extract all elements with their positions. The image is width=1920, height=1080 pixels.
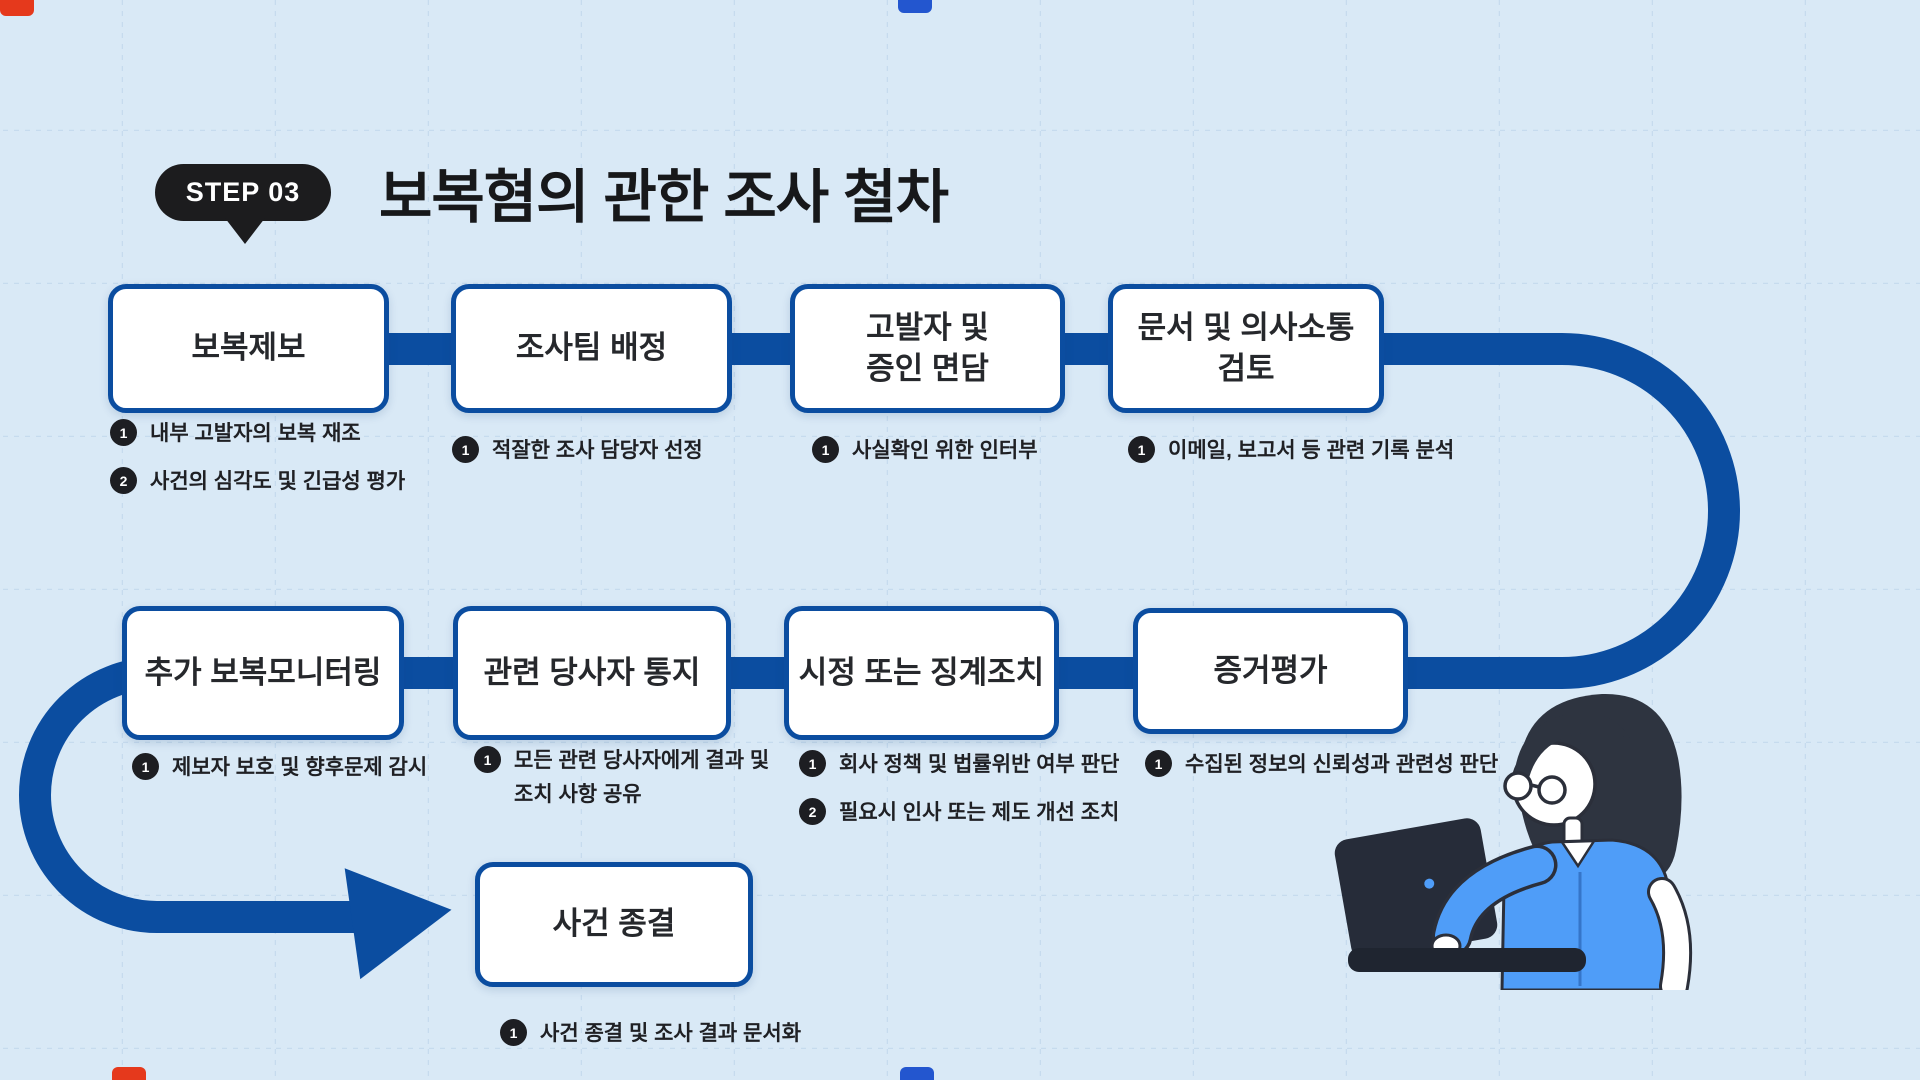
node-team-assignment: 조사팀 배정 bbox=[451, 284, 732, 413]
note-text: 필요시 인사 또는 제도 개선 조치 bbox=[839, 801, 1120, 825]
node-title: 보복제보 bbox=[191, 330, 306, 366]
node-notify-parties-notes: 1 모든 관련 당사자에게 결과 및 조치 사항 공유 bbox=[474, 744, 769, 812]
node-monitoring: 추가 보복모니터링 bbox=[122, 606, 404, 740]
node-evidence-evaluation: 증거평가 bbox=[1133, 608, 1408, 734]
woman-laptop-illustration bbox=[1334, 693, 1693, 990]
node-evidence-evaluation-notes: 1 수집된 정보의 신뢰성과 관련성 판단 bbox=[1145, 748, 1498, 782]
glasses-left-lens-icon bbox=[1503, 771, 1533, 801]
note-number-badge: 1 bbox=[1145, 750, 1172, 777]
note-item: 1 제보자 보호 및 향후문제 감시 bbox=[132, 751, 427, 785]
note-text: 사건의 심각도 및 긴급성 평가 bbox=[150, 470, 406, 494]
node-corrective-action-notes: 1 회사 정책 및 법률위반 여부 판단 2 필요시 인사 또는 제도 개선 조… bbox=[799, 748, 1119, 830]
node-title: 문서 및 의사소통 검토 bbox=[1137, 309, 1355, 386]
note-number-badge: 2 bbox=[799, 798, 826, 826]
note-number-badge: 1 bbox=[1128, 436, 1155, 463]
note-item: 2 사건의 심각도 및 긴급성 평가 bbox=[110, 465, 405, 499]
badge-pointer-icon bbox=[225, 217, 265, 244]
top-left-tape bbox=[0, 0, 34, 16]
step-badge: STEP 03 bbox=[155, 163, 331, 244]
node-title: 시정 또는 징계조치 bbox=[798, 654, 1045, 690]
node-notify-parties: 관련 당사자 통지 bbox=[453, 606, 731, 740]
note-number-badge: 2 bbox=[110, 467, 137, 495]
note-item: 1 적잘한 조사 담당자 선정 bbox=[452, 434, 703, 468]
note-number-badge: 1 bbox=[812, 436, 839, 463]
node-team-assignment-notes: 1 적잘한 조사 담당자 선정 bbox=[452, 434, 703, 468]
node-title: 추가 보복모니터링 bbox=[144, 654, 382, 690]
note-text: 수집된 정보의 신뢰성과 관련성 판단 bbox=[1185, 753, 1499, 776]
node-interviews: 고발자 및 증인 면담 bbox=[790, 284, 1065, 413]
hair-fringe bbox=[1514, 713, 1630, 786]
node-interviews-notes: 1 사실확인 위한 인터부 bbox=[812, 434, 1038, 468]
bottom-center-tape bbox=[900, 1067, 934, 1080]
note-number-badge: 1 bbox=[799, 750, 826, 777]
node-case-closure: 사건 종결 bbox=[475, 862, 753, 987]
node-case-closure-notes: 1 사건 종결 및 조사 결과 문서화 bbox=[500, 1017, 801, 1051]
note-text: 사실확인 위한 인터부 bbox=[852, 439, 1038, 462]
page-title: 보복혐의 관한 조사 철차 bbox=[379, 165, 949, 230]
note-number-badge: 1 bbox=[110, 419, 137, 446]
header: STEP 03 보복혐의 관한 조사 철차 bbox=[155, 150, 949, 244]
arrow-right-icon bbox=[344, 868, 452, 980]
node-title: 고발자 및 증인 면담 bbox=[866, 309, 989, 386]
laptop-logo-dot bbox=[1424, 878, 1435, 889]
note-number-badge: 1 bbox=[132, 753, 159, 780]
note-item: 1 이메일, 보고서 등 관련 기록 분석 bbox=[1128, 434, 1454, 468]
bottom-left-tape bbox=[112, 1067, 146, 1080]
node-retaliation-report-notes: 1 내부 고발자의 보복 재조 2 사건의 심각도 및 긴급성 평가 bbox=[110, 417, 405, 499]
note-text: 이메일, 보고서 등 관련 기록 분석 bbox=[1168, 439, 1455, 462]
note-item: 2 필요시 인사 또는 제도 개선 조치 bbox=[799, 796, 1119, 830]
node-document-review-notes: 1 이메일, 보고서 등 관련 기록 분석 bbox=[1128, 434, 1454, 468]
node-retaliation-report: 보복제보 bbox=[108, 284, 389, 413]
node-title: 증거평가 bbox=[1213, 652, 1328, 688]
note-number-badge: 1 bbox=[452, 436, 479, 463]
far-arm bbox=[1650, 880, 1690, 990]
note-item: 1 수집된 정보의 신뢰성과 관련성 판단 bbox=[1145, 748, 1498, 782]
note-item: 1 회사 정책 및 법률위반 여부 판단 bbox=[799, 748, 1119, 782]
laptop-base-icon bbox=[1348, 948, 1586, 972]
node-title: 관련 당사자 통지 bbox=[483, 654, 701, 690]
glasses-right-lens-icon bbox=[1537, 775, 1567, 805]
note-text: 내부 고발자의 보복 재조 bbox=[150, 422, 361, 445]
note-text: 적잘한 조사 담당자 선정 bbox=[492, 439, 703, 462]
arm-sleeve bbox=[1435, 848, 1554, 953]
note-text: 모든 관련 당사자에게 결과 및 조치 사항 공유 bbox=[514, 749, 770, 807]
note-item: 1 사건 종결 및 조사 결과 문서화 bbox=[500, 1017, 801, 1051]
flow-connector-line bbox=[19, 333, 1740, 933]
note-text: 제보자 보호 및 향후문제 감시 bbox=[172, 756, 428, 779]
note-text: 회사 정책 및 법률위반 여부 판단 bbox=[839, 753, 1120, 776]
hair bbox=[1518, 693, 1682, 882]
person-figure bbox=[1430, 693, 1693, 990]
step-badge-label: STEP 03 bbox=[185, 176, 301, 207]
node-monitoring-notes: 1 제보자 보호 및 향후문제 감시 bbox=[132, 751, 427, 785]
note-text: 사건 종결 및 조사 결과 문서화 bbox=[540, 1022, 802, 1045]
node-title: 사건 종결 bbox=[552, 906, 676, 942]
note-number-badge: 1 bbox=[474, 746, 501, 773]
node-document-review: 문서 및 의사소통 검토 bbox=[1108, 284, 1384, 413]
note-item: 1 내부 고발자의 보복 재조 bbox=[110, 417, 405, 451]
glasses-bridge-icon bbox=[1530, 783, 1540, 789]
note-item: 1 사실확인 위한 인터부 bbox=[812, 434, 1038, 468]
node-title: 조사팀 배정 bbox=[515, 330, 668, 366]
note-number-badge: 1 bbox=[500, 1019, 527, 1046]
node-corrective-action: 시정 또는 징계조치 bbox=[784, 606, 1059, 740]
note-item: 1 모든 관련 당사자에게 결과 및 조치 사항 공유 bbox=[474, 744, 769, 812]
top-center-tape bbox=[898, 0, 932, 13]
collar bbox=[1559, 839, 1597, 869]
